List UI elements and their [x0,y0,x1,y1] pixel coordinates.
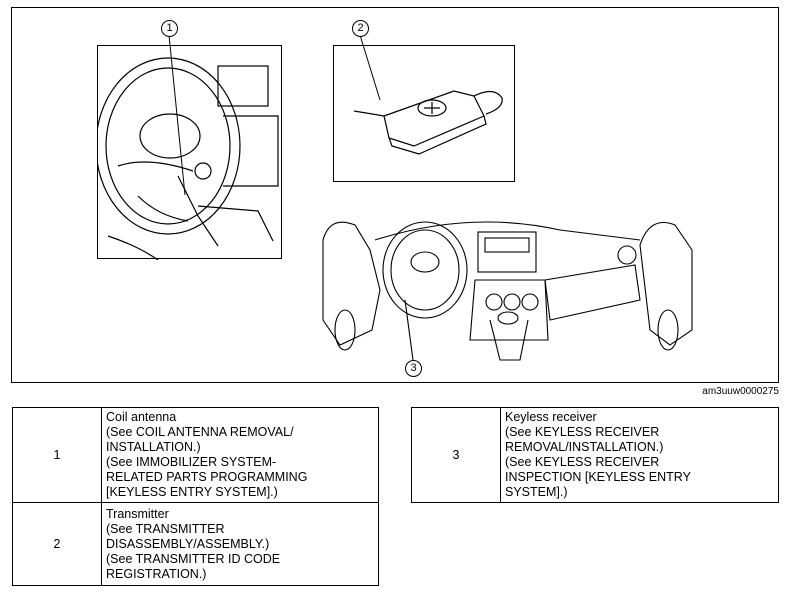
description-line: INSTALLATION.) [106,440,201,454]
transmitter-key-illustration [353,90,503,155]
callout-1: 1 [161,20,178,37]
part-description: Keyless receiver (See KEYLESS RECEIVER R… [500,407,779,503]
steering-column-illustration [98,57,279,260]
description-line: Transmitter [106,506,169,521]
description-line: [KEYLESS ENTRY SYSTEM].) [106,485,278,499]
parts-table-left: 1 Coil antenna (See COIL ANTENNA REMOVAL… [12,407,379,586]
table-row: 1 Coil antenna (See COIL ANTENNA REMOVAL… [12,407,379,503]
table-row: 2 Transmitter (See TRANSMITTER DISASSEMB… [12,502,379,586]
part-number: 1 [12,407,102,503]
description-line: (See COIL ANTENNA REMOVAL/ [106,425,294,439]
description-line: INSPECTION [KEYLESS ENTRY [505,470,691,484]
description-line: RELATED PARTS PROGRAMMING [106,470,308,484]
description-line: (See IMMOBILIZER SYSTEM- [106,455,277,469]
callout-3: 3 [405,360,422,377]
description-line: REGISTRATION.) [106,566,207,581]
description-line: (See KEYLESS RECEIVER [505,425,660,439]
description-line: (See TRANSMITTER [106,521,225,536]
coil-antenna-panel [97,45,282,260]
description-line: SYSTEM].) [505,485,568,499]
callout-2: 2 [352,20,369,37]
part-number: 3 [411,407,501,503]
part-number: 2 [12,502,102,586]
figure-frame [11,7,779,383]
description-line: (See TRANSMITTER ID CODE [106,551,281,566]
description-line: Coil antenna [106,410,177,424]
description-line: DISASSEMBLY/ASSEMBLY.) [106,536,270,551]
description-line: Keyless receiver [505,410,597,424]
part-description: Transmitter (See TRANSMITTER DISASSEMBLY… [101,502,379,586]
parts-table-right: 3 Keyless receiver (See KEYLESS RECEIVER… [411,407,779,503]
description-line: (See KEYLESS RECEIVER [505,455,660,469]
transmitter-panel [333,45,515,182]
figure-id: am3uuw0000275 [702,386,779,397]
description-line: REMOVAL/INSTALLATION.) [505,440,664,454]
part-description: Coil antenna (See COIL ANTENNA REMOVAL/ … [101,407,379,503]
table-row: 3 Keyless receiver (See KEYLESS RECEIVER… [411,407,779,503]
